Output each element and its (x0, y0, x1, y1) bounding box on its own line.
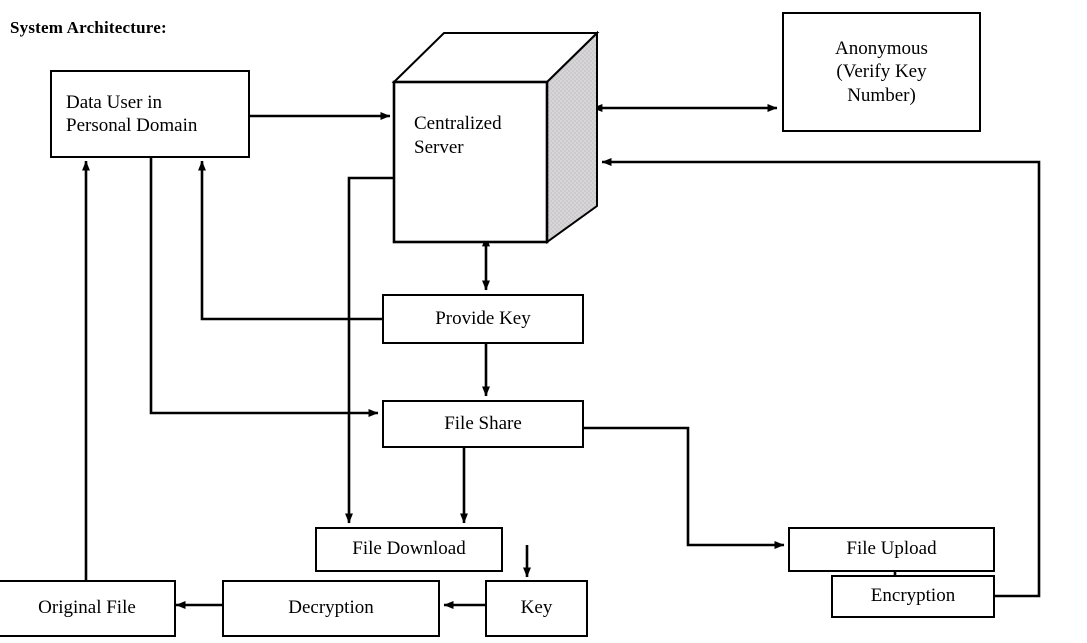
line-data-user-to-file-share (149, 158, 379, 417)
node-file-share[interactable]: File Share (382, 400, 584, 448)
node-provide-key[interactable]: Provide Key (382, 294, 584, 344)
node-anonymous[interactable]: Anonymous (Verify Key Number) (782, 12, 981, 132)
node-file-share-label: File Share (444, 412, 522, 434)
node-file-upload-label: File Upload (846, 538, 937, 560)
node-original-file[interactable]: Original File (0, 580, 176, 637)
centralized-server-label: Centralized Server (414, 113, 502, 158)
line-encryption-to-server (601, 158, 1041, 598)
line-provide-key-to-data-user (198, 160, 382, 321)
node-original-file-label: Original File (38, 597, 136, 619)
node-file-download-label: File Download (352, 538, 466, 560)
node-file-download[interactable]: File Download (315, 527, 503, 572)
node-key-label: Key (520, 597, 553, 619)
node-provide-key-label: Provide Key (435, 307, 531, 329)
node-encryption[interactable]: Encryption (831, 575, 995, 618)
node-decryption-label: Decryption (288, 597, 374, 619)
node-decryption[interactable]: Decryption (222, 580, 440, 637)
line-server-to-file-download (345, 176, 394, 524)
node-file-upload[interactable]: File Upload (788, 527, 995, 572)
node-encryption-label: Encryption (870, 585, 956, 607)
node-anonymous-label: Anonymous (Verify Key Number) (835, 38, 928, 106)
page-title: System Architecture: (10, 18, 167, 37)
line-file-share-to-file-upload (584, 426, 785, 549)
centralized-server-cube (391, 30, 600, 244)
cube-front-face (392, 80, 549, 244)
node-data-user[interactable]: Data User in Personal Domain (50, 70, 250, 158)
node-key[interactable]: Key (485, 580, 588, 637)
node-data-user-label: Data User in Personal Domain (66, 91, 198, 136)
